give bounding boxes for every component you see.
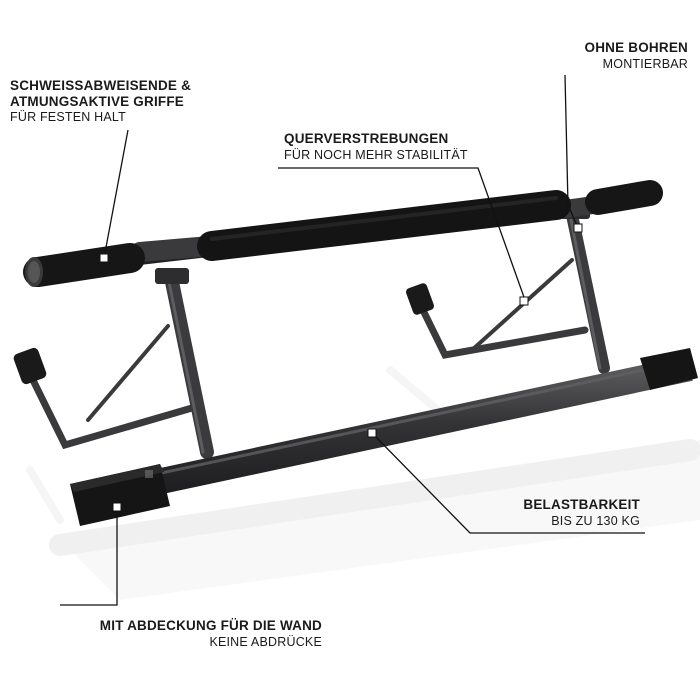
- floor-reflection: [26, 366, 700, 600]
- callout-mounting-subtitle: MONTIERBAR: [602, 56, 688, 71]
- callout-struts: QUERVERSTREBUNGEN FÜR NOCH MEHR STABILIT…: [284, 131, 468, 162]
- callout-load: BELASTBARKEIT BIS ZU 130 KG: [523, 497, 640, 528]
- callout-grips-subtitle: FÜR FESTEN HALT: [10, 110, 126, 125]
- callout-grips: SCHWEISSABWEISENDE & ATMUNGSAKTIVE GRIFF…: [10, 78, 191, 124]
- callout-cover: MIT ABDECKUNG FÜR DIE WAND KEINE ABDRÜCK…: [60, 618, 322, 649]
- right-end-cap: [640, 348, 698, 390]
- callout-mounting-title: OHNE BOHREN: [584, 40, 688, 55]
- callout-grips-title-line2: ATMUNGSAKTIVE GRIFFE: [10, 93, 184, 109]
- callout-cover-title: MIT ABDECKUNG FÜR DIE WAND: [99, 618, 322, 633]
- back-frame: [414, 258, 589, 359]
- callout-struts-title: QUERVERSTREBUNGEN: [284, 131, 449, 146]
- callout-markers: [99, 223, 583, 512]
- front-post: [155, 268, 214, 459]
- callout-cover-subtitle: KEINE ABDRÜCKE: [209, 634, 322, 649]
- bottom-bar: [107, 355, 693, 505]
- callout-load-title: BELASTBARKEIT: [523, 497, 640, 512]
- center-foam: [197, 190, 571, 261]
- callout-lines: [60, 74, 645, 606]
- front-hook: [13, 347, 47, 385]
- callout-mounting: OHNE BOHREN MONTIERBAR: [585, 40, 688, 71]
- back-hook: [406, 283, 434, 315]
- left-end-cap: [70, 464, 170, 526]
- callout-load-subtitle: BIS ZU 130 KG: [551, 513, 640, 528]
- callout-grips-title-line1: SCHWEISSABWEISENDE &: [10, 78, 192, 93]
- left-grip: [23, 243, 145, 287]
- right-grip: [585, 180, 663, 215]
- front-frame: [24, 324, 196, 450]
- callout-struts-subtitle: FÜR NOCH MEHR STABILITÄT: [284, 147, 468, 162]
